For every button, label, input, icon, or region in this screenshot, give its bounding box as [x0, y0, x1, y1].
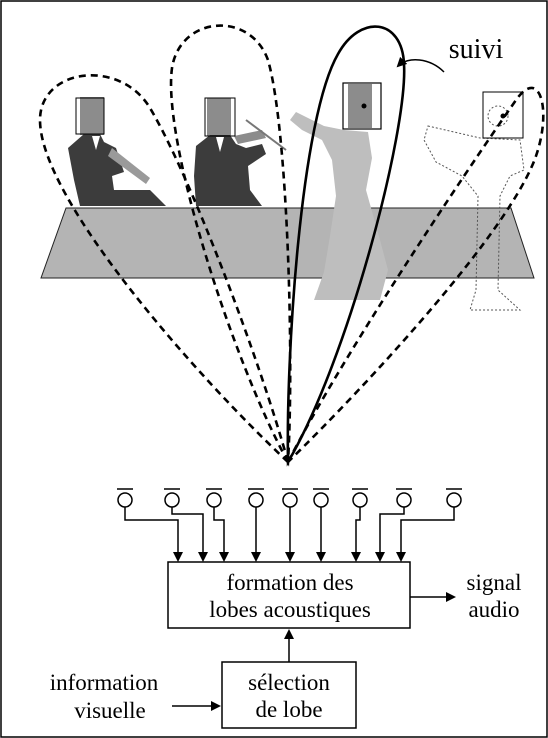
- face-box-1: [75, 97, 105, 135]
- shirt-1: [92, 136, 100, 150]
- stage-platform: [40, 207, 535, 279]
- musician-2: [194, 98, 287, 206]
- microphone-wire: [375, 507, 405, 562]
- singer-body: [290, 112, 388, 300]
- microphone: [352, 488, 368, 508]
- lobe-4: [286, 86, 545, 463]
- microphone: [446, 488, 462, 508]
- beamforming-label-line2: lobes acoustiques: [209, 597, 371, 622]
- microphone-wire: [124, 507, 183, 562]
- musician-1-body: [68, 134, 166, 206]
- microphone-wire: [351, 507, 361, 562]
- microphone: [164, 488, 180, 508]
- output-label-line2: audio: [468, 597, 519, 622]
- microphone: [282, 488, 298, 508]
- face-box-3: [342, 82, 382, 130]
- singer: [290, 84, 388, 300]
- beamforming-label-line1: formation des: [226, 570, 353, 595]
- face-box-4: [482, 91, 524, 139]
- selection-box: [221, 661, 357, 729]
- beamforming-box: [167, 561, 411, 629]
- singer-face: [348, 84, 372, 128]
- selection-label-line1: sélection: [248, 670, 330, 695]
- lobe-1: [38, 74, 291, 467]
- musician-1: [68, 97, 166, 206]
- visual-label-line2: visuelle: [74, 698, 146, 723]
- musician-2-body: [194, 135, 266, 206]
- microphone-wire: [213, 507, 229, 562]
- lobe-3-tracked: [286, 25, 406, 467]
- tracking-label: suivi: [449, 34, 504, 65]
- violin: [234, 130, 266, 144]
- microphone-wire: [396, 507, 455, 562]
- microphone: [117, 488, 133, 508]
- empty-podium: [423, 105, 525, 311]
- lobe-2: [169, 24, 292, 467]
- microphone: [206, 488, 222, 508]
- microphone: [313, 488, 329, 508]
- microphone: [396, 488, 412, 508]
- selection-label-line2: de lobe: [255, 697, 322, 722]
- microphone-array: [117, 488, 462, 562]
- microphone-wire: [171, 507, 208, 562]
- musician-2-face: [207, 98, 231, 136]
- face-box-2: [204, 97, 236, 137]
- output-label-line1: signal: [467, 570, 522, 595]
- musician-1-face: [80, 97, 104, 135]
- tracking-arrow: [396, 56, 445, 73]
- instrument-1: [108, 148, 150, 184]
- visual-label-line1: information: [50, 670, 159, 695]
- tracked-point-3: [361, 103, 367, 109]
- violin-bow: [245, 119, 287, 151]
- shirt-2: [216, 137, 224, 152]
- microphone: [248, 488, 264, 508]
